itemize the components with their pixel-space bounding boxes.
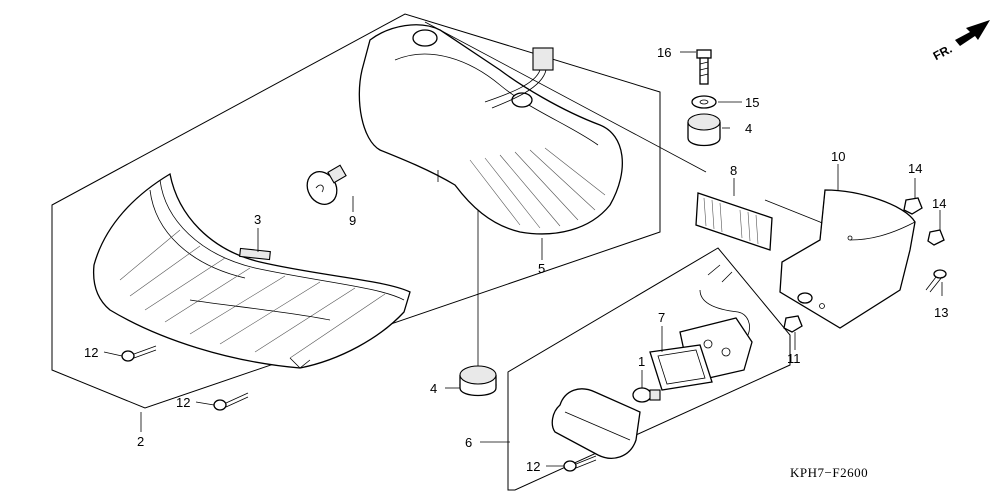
assembly-frame-6 — [507, 247, 791, 491]
nut-14-lower — [927, 229, 945, 246]
callout-4-upper: 4 — [745, 121, 752, 136]
callout-10: 10 — [831, 149, 845, 164]
direction-label: FR. — [931, 42, 955, 63]
screw-12-a — [121, 345, 157, 362]
washer-15 — [691, 95, 717, 109]
tail-light-lens — [92, 172, 411, 369]
bulb-9 — [306, 164, 347, 205]
screw-13 — [925, 269, 947, 293]
callout-9: 9 — [349, 213, 356, 228]
leader-reflector — [424, 21, 707, 173]
callout-11: 11 — [787, 351, 801, 366]
front-direction-arrow: FR. — [931, 20, 990, 63]
bracket-10 — [779, 189, 916, 329]
callout-7: 7 — [658, 310, 665, 325]
callout-4-lower: 4 — [430, 381, 437, 396]
assembly-frame-2 — [51, 13, 661, 409]
callout-16: 16 — [657, 45, 671, 60]
callout-6: 6 — [465, 435, 472, 450]
callout-1: 1 — [638, 354, 645, 369]
reflector-8 — [695, 192, 851, 251]
screw-12-b — [213, 392, 249, 411]
bolt-16 — [696, 49, 712, 85]
arrow-icon — [955, 20, 990, 46]
callout-12-b: 12 — [176, 395, 190, 410]
callout-8: 8 — [730, 163, 737, 178]
callout-14-upper: 14 — [908, 161, 922, 176]
grommet-4-upper — [687, 113, 721, 147]
diagram-code: KPH7−F2600 — [790, 465, 868, 480]
callout-3: 3 — [254, 212, 261, 227]
bulb-1 — [632, 387, 661, 403]
nut-14-upper — [903, 197, 923, 215]
callout-2: 2 — [137, 434, 144, 449]
grommet-4-lower — [459, 365, 497, 397]
leader-12a — [103, 351, 123, 357]
tail-light-housing — [358, 24, 623, 235]
callout-14-lower: 14 — [932, 196, 946, 211]
callout-12-a: 12 — [84, 345, 98, 360]
nut-11 — [783, 315, 803, 333]
leader-12b — [195, 401, 215, 406]
callout-13: 13 — [934, 305, 948, 320]
callout-5: 5 — [538, 261, 545, 276]
callout-12-c: 12 — [526, 459, 540, 474]
callout-15: 15 — [745, 95, 759, 110]
gasket-7 — [649, 344, 713, 391]
license-lens — [551, 388, 641, 459]
screw-12-c — [563, 455, 597, 472]
